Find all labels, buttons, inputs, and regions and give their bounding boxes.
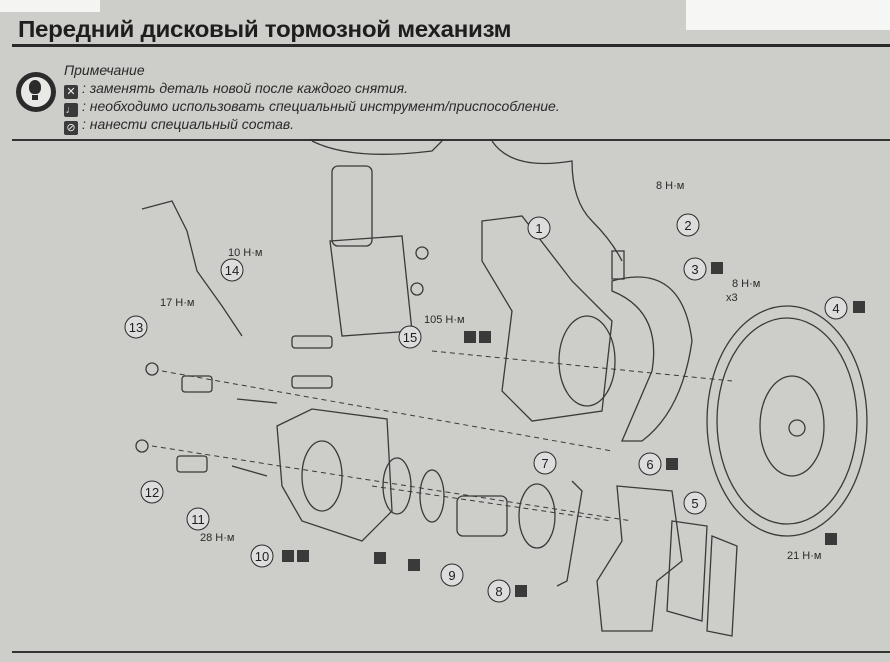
steering-knuckle [481,215,613,422]
svg-text:11: 11 [191,512,205,527]
callout-11: 11 [186,507,210,531]
bushing-bottom [176,455,208,473]
note-line-replace: ✕ : заменять деталь новой после каждого с… [64,80,408,99]
svg-text:2: 2 [684,218,691,233]
guide-pin-bottom [231,465,268,477]
sensor-wire [491,141,623,262]
boot-bottom [135,439,149,453]
note-text: : нанести специальный состав. [82,116,295,132]
o-ring [419,469,445,523]
pad-inner [666,520,708,622]
brake-disc-outer [706,305,868,537]
scan-edge [0,0,100,12]
symbol-markers [282,262,865,597]
callout-7: 7 [533,451,557,475]
note-text: : необходимо использовать специальный ин… [82,98,560,114]
svg-text:10: 10 [255,549,269,564]
special-tool-icon: ♩ [64,103,78,117]
bushing-top [181,375,213,393]
svg-text:15: 15 [403,330,417,345]
callout-14: 14 [220,258,244,282]
spring-coil [311,141,443,155]
svg-text:6: 6 [646,457,653,472]
note-line-compound: ⊘ : нанести специальный состав. [64,116,294,135]
note-heading: Примечание [64,62,145,78]
torque-guide: 28 Н·м [200,532,234,544]
replace-part-icon: ✕ [64,85,78,99]
caliper-bracket [596,485,683,632]
seal-ring [382,457,412,515]
brake-hose [141,200,243,337]
dust-boot [518,483,556,549]
torque-labels: 8 Н·м 8 Н·м x3 10 Н·м 17 Н·м 105 Н·м 28 … [160,180,821,562]
svg-text:13: 13 [129,320,143,335]
page-title: Передний дисковый тормозной механизм [18,16,512,42]
torque-hose: 10 Н·м [228,247,262,259]
torque-shield: 8 Н·м [732,278,760,290]
svg-text:3: 3 [691,262,698,277]
svg-text:4: 4 [832,301,839,316]
callout-markers: 1 2 3 4 5 6 7 8 9 10 11 12 13 14 15 [124,213,848,603]
strut-body [331,165,373,247]
callout-4: 4 [824,296,848,320]
torque-line: 17 Н·м [160,297,194,309]
strut-bolts [291,246,429,389]
piston [456,495,508,537]
callout-10: 10 [250,544,274,568]
strut-bracket [329,235,413,337]
svg-text:7: 7 [541,456,548,471]
dust-shield [611,276,693,442]
callout-12: 12 [140,480,164,504]
torque-sensor: 8 Н·м [656,180,684,192]
caliper-body [276,408,393,542]
hub [558,315,616,407]
exploded-diagram: 1 2 3 4 5 6 7 8 9 10 11 12 13 14 15 8 Н·… [124,141,868,637]
callout-15: 15 [398,325,422,349]
callout-2: 2 [676,213,700,237]
note-line-tool: ♩ : необходимо использовать специальный и… [64,98,560,117]
guide-pin-top [236,398,278,404]
svg-text:8: 8 [495,584,502,599]
callout-6: 6 [638,452,662,476]
note-text: : заменять деталь новой после каждого сн… [82,80,409,96]
torque-knuckle: 105 Н·м [424,314,465,326]
svg-text:5: 5 [691,496,698,511]
svg-text:12: 12 [145,485,159,500]
svg-text:9: 9 [448,568,455,583]
compound-icon: ⊘ [64,121,78,135]
callout-1: 1 [527,216,551,240]
torque-disc: 21 Н·м [787,550,821,562]
sensor-body [611,250,625,280]
svg-text:14: 14 [225,263,239,278]
spring-clip [556,480,583,587]
callout-3: 3 [683,257,707,281]
callout-9: 9 [440,563,464,587]
section-rule [12,139,890,141]
pad-outer [706,535,738,637]
bottom-rule [12,651,890,653]
torque-shield-mult: x3 [726,292,738,304]
lightbulb-icon [16,72,56,112]
title-rule [12,44,890,47]
svg-text:1: 1 [535,221,542,236]
brake-disc-hat [759,375,825,477]
callout-5: 5 [683,491,707,515]
boot-top [145,362,159,376]
callout-8: 8 [487,579,511,603]
callout-13: 13 [124,315,148,339]
scan-edge-right [686,0,890,30]
